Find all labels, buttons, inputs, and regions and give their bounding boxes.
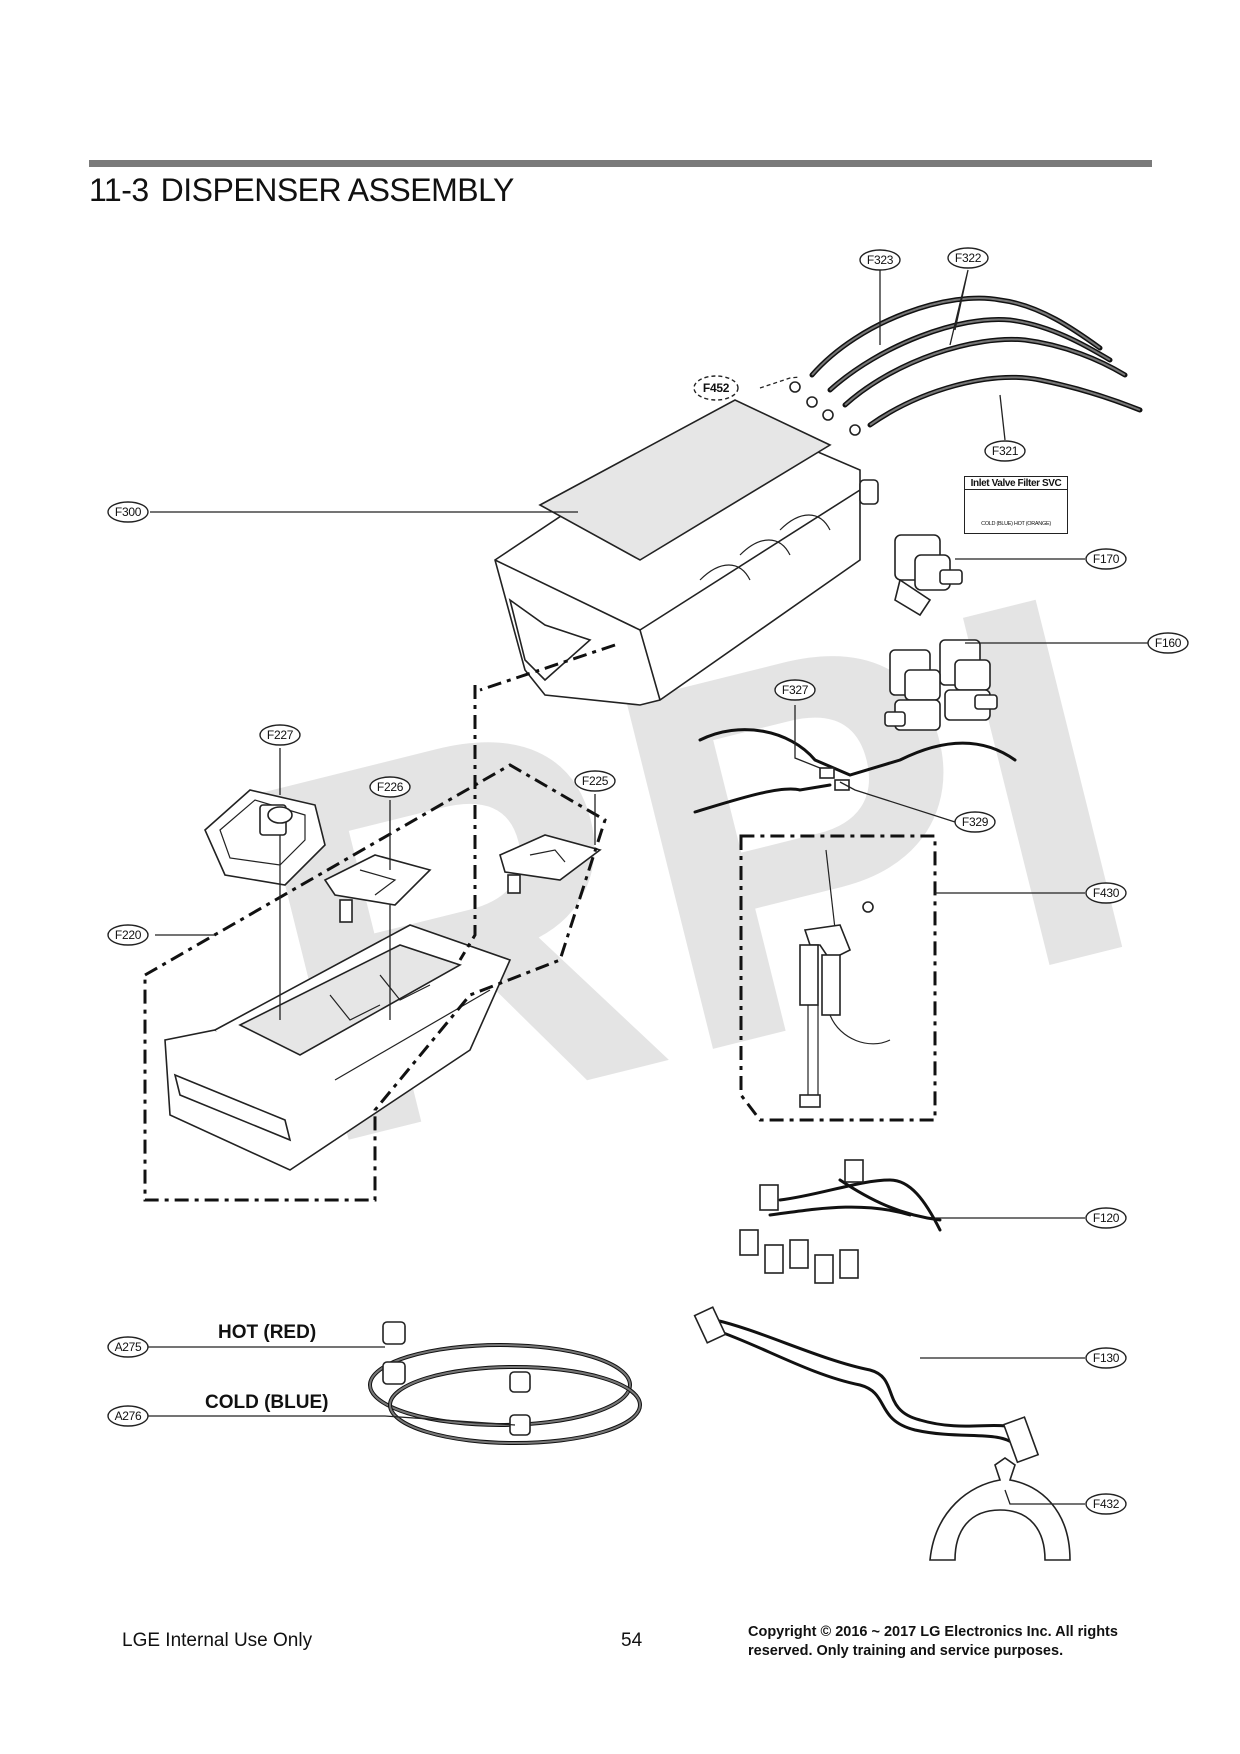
cold-hose-label: COLD (BLUE) <box>205 1392 329 1413</box>
callout-a275: A275 <box>107 1336 149 1358</box>
callout-f329: F329 <box>954 811 996 833</box>
svg-text:A276: A276 <box>115 1409 142 1423</box>
dispenser-cap-f227-drawing <box>204 789 326 886</box>
drawer-dashed-frame <box>143 763 607 1202</box>
housing-to-drawer-dashed-line <box>458 643 616 961</box>
callout-f227: F227 <box>259 724 301 746</box>
svg-text:F120: F120 <box>1093 1211 1120 1225</box>
svg-text:F130: F130 <box>1093 1351 1120 1365</box>
svg-text:F432: F432 <box>1093 1497 1120 1511</box>
copyright-notice: Copyright © 2016 ~ 2017 LG Electronics I… <box>748 1624 1118 1659</box>
wire-harness-f327-drawing <box>693 728 1017 814</box>
footer-internal-use: LGE Internal Use Only <box>122 1630 313 1651</box>
inlet-hoses-drawing <box>368 1321 642 1445</box>
callout-f321: F321 <box>984 440 1026 462</box>
inlet-filter-title: Inlet Valve Filter SVC <box>965 478 1067 490</box>
svg-text:F322: F322 <box>955 251 982 265</box>
svg-text:F170: F170 <box>1093 552 1120 566</box>
dispenser-housing-drawing <box>494 399 879 706</box>
callout-f430: F430 <box>1085 882 1127 904</box>
svg-text:F452: F452 <box>703 381 730 395</box>
callout-f120: F120 <box>1085 1207 1127 1229</box>
inlet-valve-filter-label: Inlet Valve Filter SVC COLD (BLUE) HOT (… <box>964 476 1068 534</box>
svg-text:F321: F321 <box>992 444 1019 458</box>
callout-f300: F300 <box>107 501 149 523</box>
callout-f323: F323 <box>859 249 901 271</box>
u-clip-f432-drawing <box>929 1457 1071 1561</box>
callout-f322: F322 <box>947 247 989 269</box>
dispenser-drawer-f220-drawing <box>164 924 512 1171</box>
hose-assembly-f430-drawing <box>739 834 937 1122</box>
callout-a276: A276 <box>107 1405 149 1427</box>
svg-text:F327: F327 <box>782 683 809 697</box>
callout-f160: F160 <box>1147 632 1189 654</box>
svg-text:F430: F430 <box>1093 886 1120 900</box>
callout-f432: F432 <box>1085 1493 1127 1515</box>
double-inlet-valve-drawing <box>884 639 998 731</box>
callout-f220: F220 <box>107 924 149 946</box>
svg-text:A275: A275 <box>115 1340 142 1354</box>
callout-f170: F170 <box>1085 548 1127 570</box>
page-number: 54 <box>621 1630 643 1651</box>
svg-text:F226: F226 <box>377 780 404 794</box>
svg-text:F160: F160 <box>1155 636 1182 650</box>
hot-hose-label: HOT (RED) <box>218 1322 317 1343</box>
section-number: 11-3 <box>89 172 149 208</box>
dispenser-insert-f225-drawing <box>499 834 602 894</box>
section-title: 11-3 DISPENSER ASSEMBLY <box>89 172 514 209</box>
svg-text:F225: F225 <box>582 774 609 788</box>
inlet-filter-subtitle: COLD (BLUE) HOT (ORANGE) <box>981 521 1051 527</box>
svg-text:F329: F329 <box>962 815 989 829</box>
svg-text:F300: F300 <box>115 505 142 519</box>
callout-f226: F226 <box>369 776 411 798</box>
section-name: DISPENSER ASSEMBLY <box>160 172 515 208</box>
hose-set-drawing <box>789 295 1143 436</box>
section-rule <box>89 160 1152 167</box>
svg-text:F227: F227 <box>267 728 294 742</box>
callout-f130: F130 <box>1085 1347 1127 1369</box>
dispenser-insert-f226-drawing <box>323 854 432 923</box>
callout-f452: F452 <box>693 375 739 401</box>
wiring-harness-f130-drawing <box>693 1306 1040 1464</box>
wiring-harness-f120-drawing <box>739 1159 942 1284</box>
leader-lines <box>148 269 1148 1505</box>
single-inlet-valve-drawing <box>894 534 963 617</box>
svg-text:F220: F220 <box>115 928 142 942</box>
callout-f225: F225 <box>574 770 616 792</box>
callout-f327: F327 <box>774 679 816 701</box>
svg-text:F323: F323 <box>867 253 894 267</box>
